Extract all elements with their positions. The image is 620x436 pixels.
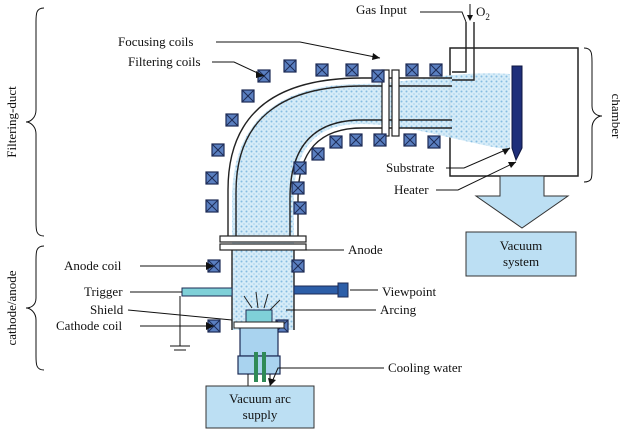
coil-icon bbox=[211, 143, 225, 157]
chamber-brace: chamber bbox=[583, 47, 620, 183]
coil-icon bbox=[283, 59, 297, 73]
focusing-coils-label: Focusing coils bbox=[118, 34, 193, 49]
coil-icon bbox=[293, 161, 307, 175]
cathode-coil-callout: Cathode coil bbox=[56, 318, 214, 333]
arcing-callout: Arcing bbox=[286, 302, 417, 317]
vacuum-system-box: Vacuum system bbox=[465, 231, 577, 277]
coil-icon bbox=[205, 171, 219, 185]
trigger-rod bbox=[170, 287, 233, 351]
gas-input-label: Gas Input bbox=[356, 2, 407, 17]
coil-icon bbox=[371, 69, 385, 83]
coil-icon bbox=[373, 133, 387, 147]
vacuum-system-label-line2: system bbox=[503, 254, 539, 269]
cathode-anode-label: cathode/anode bbox=[4, 270, 19, 345]
o2-label: O2 bbox=[476, 4, 490, 22]
anode-coil-label: Anode coil bbox=[64, 258, 122, 273]
vacuum-arc-supply-label-line2: supply bbox=[243, 407, 278, 422]
gas-input-pipe bbox=[452, 22, 475, 81]
arcing-label: Arcing bbox=[380, 302, 417, 317]
heater-label: Heater bbox=[394, 182, 429, 197]
anode-flange bbox=[219, 235, 307, 251]
viewpoint-label: Viewpoint bbox=[382, 284, 436, 299]
heater-callout: Heater bbox=[394, 161, 517, 197]
filtering-duct-walls bbox=[227, 77, 452, 236]
coil-icon bbox=[291, 259, 305, 273]
substrate-callout: Substrate bbox=[386, 147, 511, 175]
plasma-stream bbox=[232, 73, 510, 330]
vacuum-system-label-line1: Vacuum bbox=[500, 238, 543, 253]
cooling-water-callout: Cooling water bbox=[268, 360, 463, 386]
cathode-anode-brace: cathode/anode bbox=[4, 245, 45, 371]
focusing-coils-callout: Focusing coils bbox=[118, 34, 381, 60]
coil-icon bbox=[405, 63, 419, 77]
o2-callout: O2 bbox=[467, 4, 490, 22]
substrate bbox=[511, 65, 523, 162]
chamber-label: chamber bbox=[609, 94, 620, 139]
cooling-water-label: Cooling water bbox=[388, 360, 463, 375]
coil-icon bbox=[403, 133, 417, 147]
coil-icon bbox=[315, 63, 329, 77]
coil-icon bbox=[429, 63, 443, 77]
coil-icon bbox=[291, 181, 305, 195]
vacuum-arc-supply-box: Vacuum arc supply bbox=[205, 374, 315, 429]
viewpoint-callout: Viewpoint bbox=[350, 284, 436, 299]
cooling-water-pipes bbox=[254, 352, 266, 382]
viewpoint bbox=[293, 282, 349, 298]
anode-label: Anode bbox=[348, 242, 383, 257]
coil-icon bbox=[329, 135, 343, 149]
coil-icon bbox=[311, 147, 325, 161]
coil-icon bbox=[427, 135, 441, 149]
filtering-coils-label: Filtering coils bbox=[128, 54, 201, 69]
substrate-label: Substrate bbox=[386, 160, 435, 175]
coil-icon bbox=[225, 113, 239, 127]
cathode-coil-label: Cathode coil bbox=[56, 318, 122, 333]
shield-label: Shield bbox=[90, 302, 124, 317]
focusing-coil-flange bbox=[381, 69, 400, 137]
trigger-label: Trigger bbox=[84, 284, 123, 299]
cathode-assembly bbox=[233, 309, 285, 375]
anode-callout: Anode bbox=[306, 242, 383, 257]
trigger-callout: Trigger bbox=[84, 284, 172, 299]
coil-icon bbox=[293, 201, 307, 215]
coil-icon bbox=[349, 133, 363, 147]
shield-callout: Shield bbox=[90, 302, 233, 321]
vacuum-arc-supply-label-line1: Vacuum arc bbox=[229, 391, 291, 406]
vacuum-system-outlet-arrow bbox=[474, 175, 570, 229]
filtering-duct-label: Filtering-duct bbox=[4, 86, 19, 158]
anode-coil-callout: Anode coil bbox=[64, 258, 214, 273]
gas-input-callout: Gas Input bbox=[356, 2, 467, 23]
coil-icon bbox=[345, 63, 359, 77]
coil-icon bbox=[241, 89, 255, 103]
filtering-coils-callout: Filtering coils bbox=[128, 54, 265, 78]
arcing-sparks bbox=[243, 291, 281, 311]
coil-icon bbox=[205, 199, 219, 213]
filtering-duct-brace: Filtering-duct bbox=[4, 7, 45, 237]
